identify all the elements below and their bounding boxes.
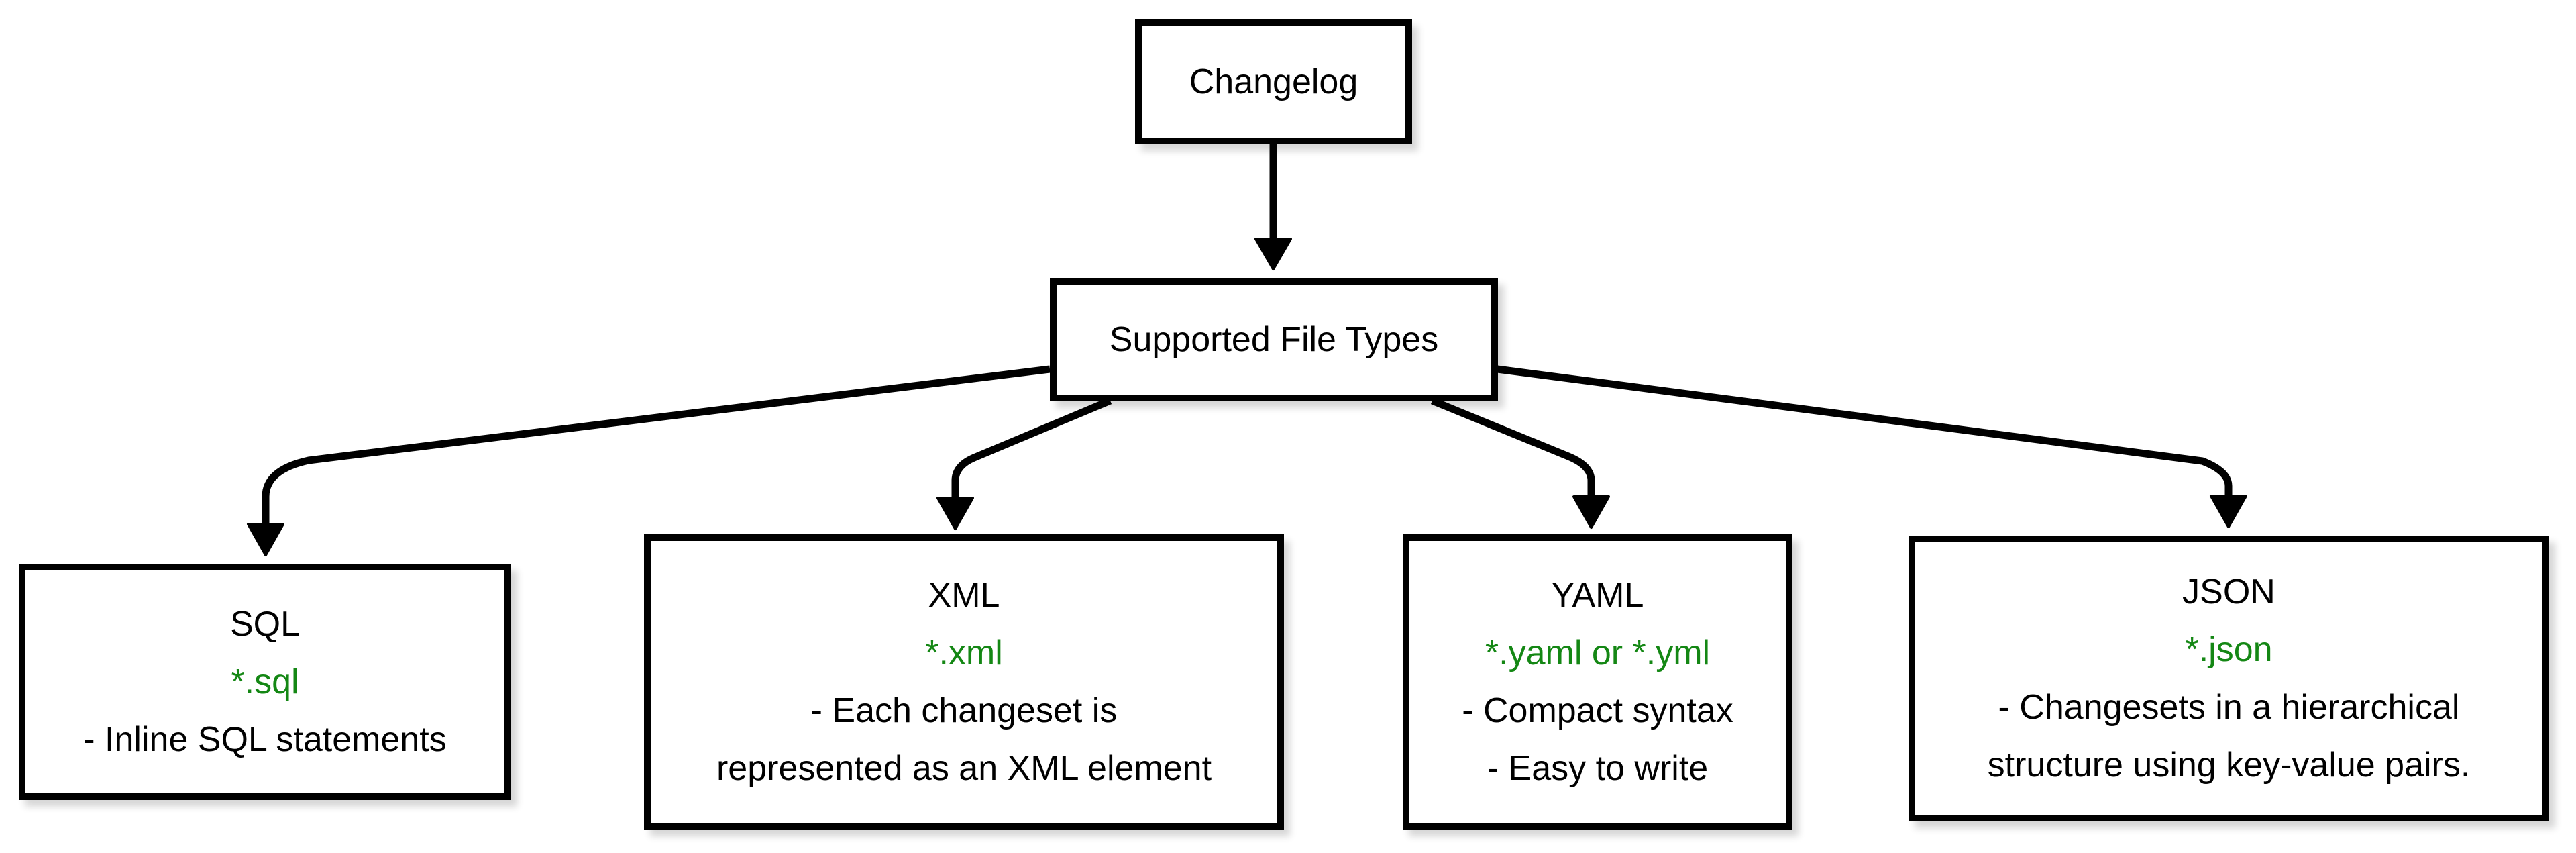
yaml-extension-label: *.yaml or *.yml [1485, 634, 1711, 672]
xml-extension-label: *.xml [925, 634, 1003, 672]
arrowhead-hub [1254, 238, 1292, 270]
connector-hub-to-yaml [1430, 397, 1595, 497]
xml-title: XML [928, 576, 1000, 615]
yaml-title: YAML [1551, 576, 1644, 615]
json-node: JSON *.json - Changesets in a hierarchic… [1909, 536, 2549, 821]
connector-hub-to-sql [262, 365, 1051, 524]
sql-node: SQL *.sql - Inline SQL statements [19, 564, 511, 800]
sql-extension-label: *.sql [231, 662, 299, 701]
supported-file-types-label: Supported File Types [1109, 320, 1439, 359]
arrowhead-yaml [1572, 495, 1610, 529]
sql-note-line: - Inline SQL statements [83, 720, 447, 759]
json-note-line: - Changesets in a hierarchical [1998, 688, 2460, 727]
connector-hub-to-xml [951, 397, 1112, 498]
arrowhead-json [2210, 495, 2247, 528]
yaml-note-line: - Compact syntax [1462, 691, 1733, 730]
sql-title: SQL [229, 605, 301, 644]
arrowhead-xml [936, 497, 974, 530]
changelog-label: Changelog [1189, 62, 1358, 101]
xml-node: XML *.xml - Each changeset is represente… [644, 534, 1284, 830]
json-title: JSON [2182, 572, 2275, 611]
connector-hub-to-json [1497, 365, 2233, 496]
json-extension-label: *.json [2185, 630, 2273, 669]
xml-note-line: - Each changeset is [810, 691, 1118, 730]
arrowhead-sql [247, 523, 284, 556]
json-note-line: structure using key-value pairs. [1987, 746, 2471, 785]
yaml-note-line: - Easy to write [1487, 749, 1709, 788]
yaml-node: YAML *.yaml or *.yml - Compact syntax - … [1403, 534, 1792, 830]
supported-file-types-node: Supported File Types [1050, 278, 1498, 401]
xml-note-line: represented as an XML element [716, 749, 1212, 788]
changelog-node: Changelog [1135, 19, 1412, 144]
